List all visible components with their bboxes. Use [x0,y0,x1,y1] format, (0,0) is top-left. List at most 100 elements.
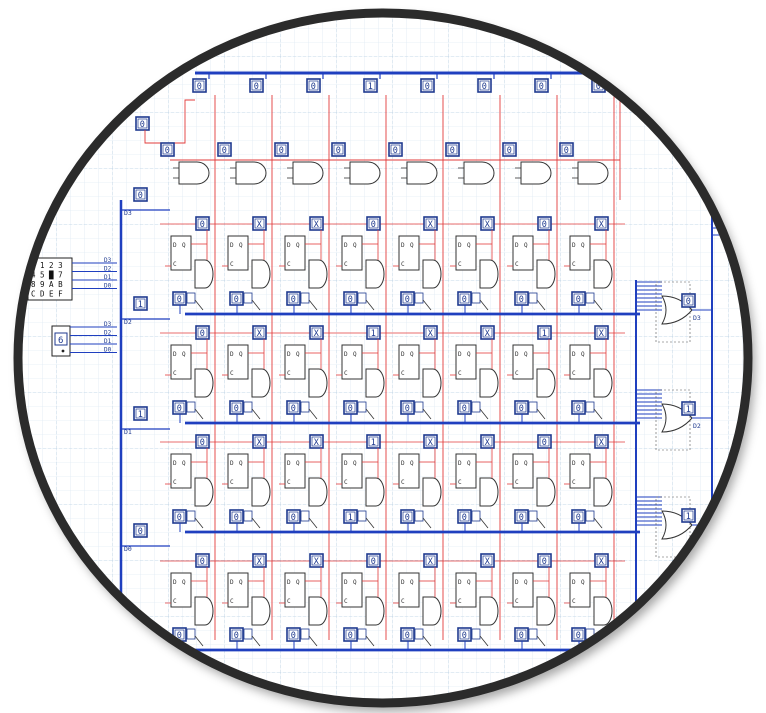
output-gate [365,259,385,289]
probe-inner [596,555,607,566]
buffer-mark [357,401,367,413]
probe-frame [135,116,150,131]
buffer-mark [528,292,538,304]
probe-inner [482,555,493,566]
cell-q-probe: 0 [366,553,381,568]
probe-inner [482,218,493,229]
output-gate [593,368,613,398]
probe-inner [459,293,470,304]
row-select-pin: D2 [124,318,132,326]
probe-frame [133,406,148,421]
row-select-probe: 0 [133,523,148,538]
cell-q-probe: 0 [195,553,210,568]
buffer-line [536,635,546,647]
flip-flop [569,572,591,608]
flip-flop [284,572,306,608]
flip-flop [341,235,363,271]
probe-inner [368,218,379,229]
probe-value: 0 [405,513,410,523]
ff-d-pin: D [173,351,177,358]
ff-d-pin: D [287,242,291,249]
probe-value: 0 [291,295,296,305]
cell-q-probe: X [594,434,609,449]
ff-d-pin: D [401,351,405,358]
output-gate [365,477,385,507]
buffer-mark [357,628,367,640]
probe-value: 0 [138,527,143,537]
probe-inner [539,327,550,338]
ff-d-pin: D [344,242,348,249]
and-gate [292,161,324,185]
buffer-mark [357,510,367,522]
ff-q-pin: Q [524,579,528,586]
gate-input-probe: 0 [217,142,232,157]
ff-d-pin: D [401,242,405,249]
cell-out-probe: 0 [172,400,187,415]
ff-c-pin: C [287,479,291,486]
or-gate [661,295,693,325]
cell-out-probe: 0 [400,509,415,524]
ff-q-pin: Q [410,351,414,358]
probe-inner [135,298,146,309]
ff-c-pin: C [401,370,405,377]
ff-q-pin: Q [182,242,186,249]
cell-out-probe: 0 [400,291,415,306]
buffer-line [422,408,432,420]
or-gate-group: 0D3 [636,281,712,343]
probe-inner [539,555,550,566]
probe-value: 0 [177,404,182,414]
buffer-mark [585,292,595,304]
ff-q-pin: Q [239,351,243,358]
probe-inner [482,327,493,338]
cell-out-probe: 0 [229,509,244,524]
probe-frame [192,78,207,93]
ff-d-pin: D [458,579,462,586]
ff-q-pin: Q [182,351,186,358]
flip-flop [341,453,363,489]
probe-frame [195,216,210,231]
probe-inner [596,218,607,229]
probe-inner [402,511,413,522]
cell-q-probe: X [594,325,609,340]
probe-value: 0 [576,631,581,641]
ff-q-pin: Q [296,579,300,586]
output-gate [194,596,214,626]
probe-frame [366,216,381,231]
probe-inner [683,403,694,414]
probe-value: 1 [542,329,547,339]
ff-c-pin: C [401,598,405,605]
probe-value: 0 [539,82,544,92]
ff-q-pin: Q [581,460,585,467]
probe-value: 0 [405,631,410,641]
probe-inner [197,436,208,447]
probe-frame [309,434,324,449]
probe-value: 0 [234,404,239,414]
probe-frame [594,216,609,231]
probe-value: 0 [234,631,239,641]
cell-out-probe: 0 [571,509,586,524]
buffer-mark [414,401,424,413]
ff-c-pin: C [572,479,576,486]
probe-value: 0 [542,557,547,567]
buffer-line [479,408,489,420]
ff-c-pin: C [344,261,348,268]
probe-value: X [314,557,320,567]
probe-inner [516,511,527,522]
ff-d-pin: D [515,351,519,358]
probe-value: 0 [254,82,259,92]
buffer-line [479,299,489,311]
ff-d-pin: D [287,460,291,467]
probe-inner [447,144,458,155]
probe-inner [288,402,299,413]
probe-value: 0 [234,513,239,523]
buffer-mark [471,292,481,304]
flip-flop [455,453,477,489]
cell-q-probe: X [309,553,324,568]
probe-value: X [314,438,320,448]
ff-d-pin: D [572,242,576,249]
output-gate [536,477,556,507]
flip-flop [227,572,249,608]
top-probe: 0 [249,78,264,93]
